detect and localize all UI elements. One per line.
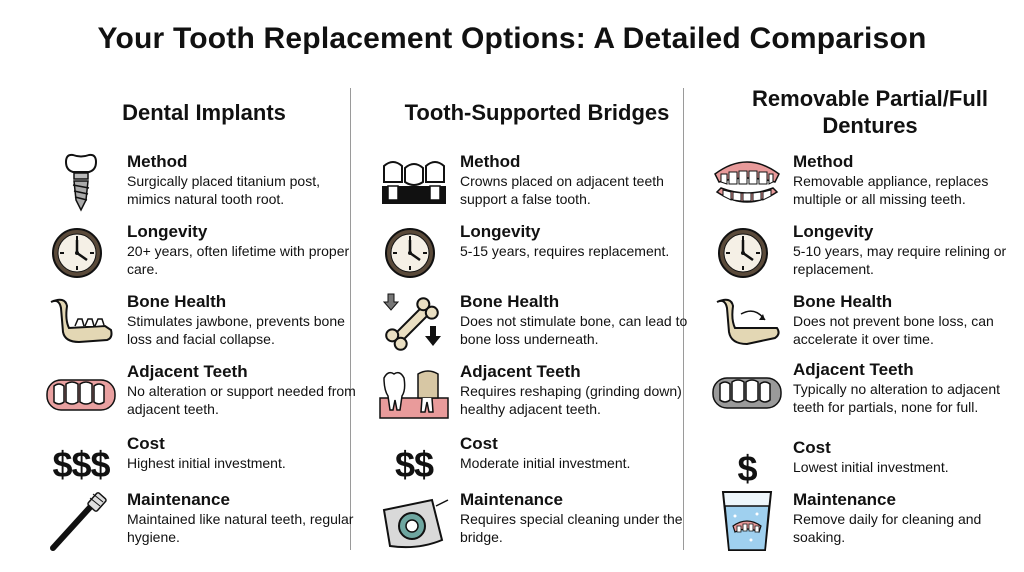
row-description: Lowest initial investment. <box>793 459 949 475</box>
clock-icon <box>45 222 117 284</box>
row-description: 20+ years, often lifetime with proper ca… <box>127 243 350 277</box>
row-description: Does not stimulate bone, can lead to bon… <box>460 313 688 347</box>
row-label: Maintenance <box>793 490 896 509</box>
row-description: Requires special cleaning under the brid… <box>460 511 683 545</box>
row-description: 5-10 years, may require relining or repl… <box>793 243 1007 277</box>
column-heading: Removable Partial/Full Dentures <box>752 86 988 138</box>
row-label: Method <box>793 152 854 171</box>
column-removable-dentures: Removable Partial/Full Dentures Method R… <box>711 84 1024 564</box>
soaking-glass-icon <box>711 490 783 552</box>
row-label: Adjacent Teeth <box>793 360 914 379</box>
row-description: Maintained like natural teeth, regular h… <box>127 511 354 545</box>
dollar-icon: $$$ <box>45 434 117 496</box>
column-heading: Tooth-Supported Bridges <box>404 99 670 125</box>
row-description: Requires reshaping (grinding down) healt… <box>460 383 682 417</box>
row-label: Maintenance <box>127 490 230 509</box>
floss-icon <box>378 490 450 552</box>
column-divider <box>683 88 684 550</box>
row-description: Does not prevent bone loss, can accelera… <box>793 313 994 347</box>
row-description: Moderate initial investment. <box>460 455 631 471</box>
row-label: Longevity <box>793 222 874 241</box>
page-title: Your Tooth Replacement Options: A Detail… <box>97 22 927 55</box>
clock-icon <box>378 222 450 284</box>
row-description: Typically no alteration to adjacent teet… <box>793 381 1001 415</box>
cost-symbol: $$ <box>394 444 434 485</box>
bone-arrows-icon <box>378 292 450 354</box>
column-heading: Dental Implants <box>122 99 286 125</box>
row-description: Remove daily for cleaning and soaking. <box>793 511 982 545</box>
row-label: Method <box>127 152 188 171</box>
dentures-icon <box>711 152 783 214</box>
dollar-icon: $ <box>711 438 783 500</box>
row-description: Removable appliance, replaces multiple o… <box>793 173 989 207</box>
row-description: Stimulates jawbone, prevents bone loss a… <box>127 313 345 347</box>
bridge-icon <box>378 152 450 214</box>
row-label: Longevity <box>460 222 541 241</box>
dollar-icon: $$ <box>378 434 450 496</box>
cost-symbol: $$$ <box>52 444 110 485</box>
row-description: Highest initial investment. <box>127 455 286 471</box>
row-description: Surgically placed titanium post, mimics … <box>127 173 320 207</box>
jawbone-icon <box>45 292 117 354</box>
implant-icon <box>45 152 117 214</box>
column-dental-implants: Dental Implants Method Surgically placed… <box>45 84 363 564</box>
column-tooth-supported-bridges: Tooth-Supported Bridges Method Crowns pl… <box>378 84 696 564</box>
row-label: Adjacent Teeth <box>127 362 248 381</box>
reshaped-teeth-icon <box>378 362 450 424</box>
column-divider <box>350 88 351 550</box>
row-label: Cost <box>460 434 498 453</box>
row-description: No alteration or support needed from adj… <box>127 383 356 417</box>
row-description: Crowns placed on adjacent teeth support … <box>460 173 664 207</box>
row-label: Bone Health <box>793 292 893 311</box>
clock-icon <box>711 222 783 284</box>
gray-teeth-icon <box>711 360 783 422</box>
row-label: Bone Health <box>127 292 227 311</box>
row-label: Longevity <box>127 222 208 241</box>
cost-symbol: $ <box>737 448 757 489</box>
row-label: Cost <box>793 438 831 457</box>
row-label: Adjacent Teeth <box>460 362 581 381</box>
row-label: Method <box>460 152 521 171</box>
toothbrush-icon <box>45 490 117 552</box>
jawbone-loss-icon <box>711 292 783 354</box>
row-label: Cost <box>127 434 165 453</box>
row-label: Maintenance <box>460 490 563 509</box>
row-label: Bone Health <box>460 292 560 311</box>
teeth-row-icon <box>45 362 117 424</box>
row-description: 5-15 years, requires replacement. <box>460 243 670 259</box>
